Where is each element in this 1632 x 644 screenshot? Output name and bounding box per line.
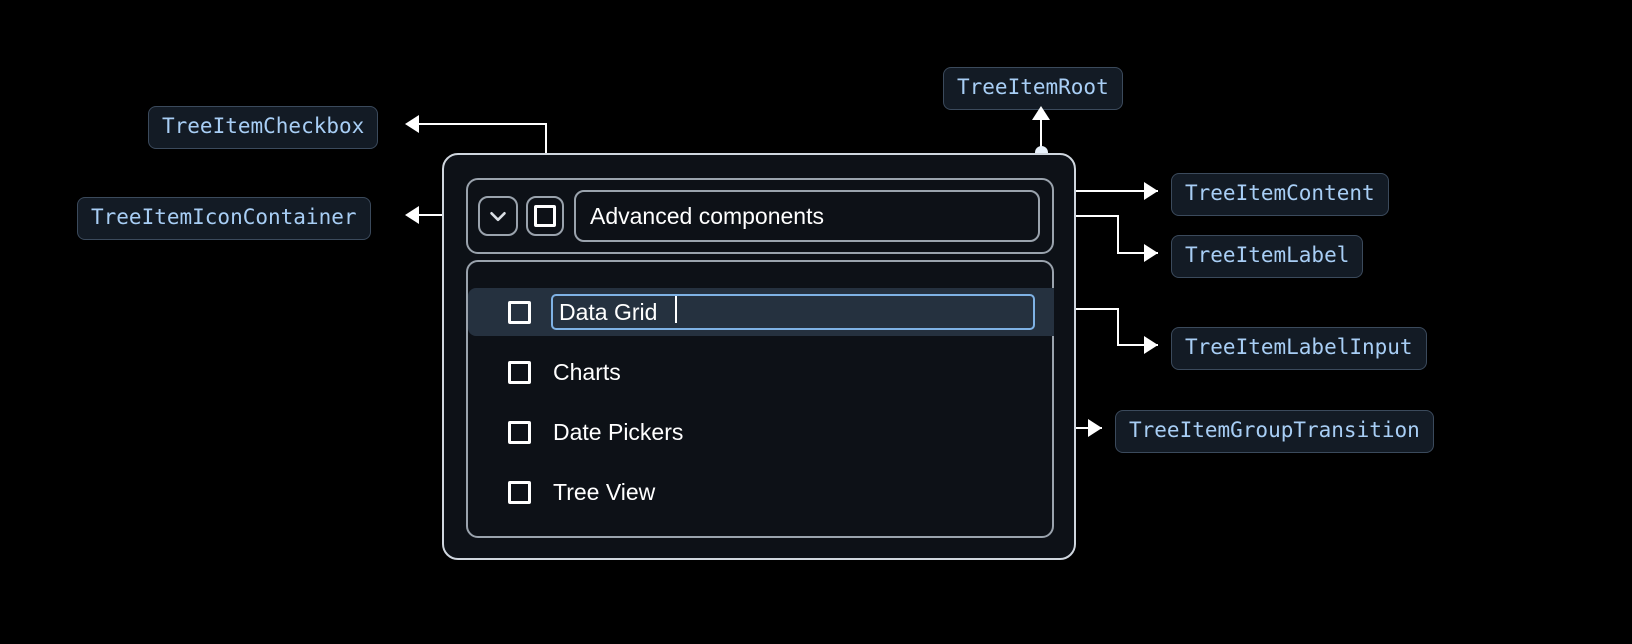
connector-label-input-vertical [1117, 308, 1119, 346]
connector-label-input-horizontal-lower [1117, 344, 1158, 346]
connector-group-transition-horizontal [1053, 427, 1102, 429]
tree-item-label[interactable]: Advanced components [574, 190, 1040, 242]
checkbox-unchecked-icon [534, 205, 556, 227]
connector-label-input-horizontal-upper [1041, 308, 1119, 310]
connector-root-vertical [1040, 118, 1042, 156]
tree-item-row-date-pickers[interactable]: Date Pickers [468, 408, 1052, 456]
annotation-chip-tree-item-checkbox: TreeItemCheckbox [148, 106, 379, 149]
tree-item-checkbox[interactable] [526, 196, 564, 236]
annotation-chip-tree-item-label: TreeItemLabel [1171, 235, 1364, 278]
connector-label-input-arrowhead [1144, 336, 1158, 354]
checkbox-unchecked-icon[interactable] [508, 360, 531, 384]
connector-root-arrowhead [1032, 106, 1050, 120]
annotation-chip-tree-item-root: TreeItemRoot [943, 67, 1123, 110]
tree-item-label: Date Pickers [553, 418, 684, 445]
connector-content-horizontal [1053, 190, 1158, 192]
tree-item-group-transition: Charts Date Pickers Tree View [466, 260, 1054, 538]
annotation-chip-tree-item-group-transition: TreeItemGroupTransition [1115, 410, 1434, 453]
connector-label-horizontal-lower [1117, 252, 1158, 254]
checkbox-unchecked-icon[interactable] [508, 480, 531, 504]
tree-item-label: Tree View [553, 478, 656, 505]
connector-checkbox-arrowhead [405, 115, 419, 133]
tree-item-row-tree-view[interactable]: Tree View [468, 468, 1052, 516]
connector-content-arrowhead [1144, 182, 1158, 200]
annotation-chip-tree-item-icon-container: TreeItemIconContainer [77, 197, 371, 240]
annotation-chip-tree-item-label-input: TreeItemLabelInput [1171, 327, 1427, 370]
connector-checkbox-horizontal [419, 123, 547, 125]
text-cursor [675, 296, 677, 323]
connector-label-horizontal-upper [1042, 215, 1119, 217]
checkbox-unchecked-icon[interactable] [508, 300, 531, 324]
connector-label-arrowhead [1144, 244, 1158, 262]
connector-group-transition-arrowhead [1088, 419, 1102, 437]
checkbox-unchecked-icon[interactable] [508, 420, 531, 444]
tree-item-content[interactable]: Advanced components [466, 178, 1054, 254]
connector-label-vertical [1117, 215, 1119, 253]
tree-item-row-charts[interactable]: Charts [468, 348, 1052, 396]
chevron-down-icon [490, 211, 506, 222]
tree-item-label: Charts [553, 358, 621, 385]
connector-icon-container-arrowhead [405, 206, 419, 224]
annotation-chip-tree-item-content: TreeItemContent [1171, 173, 1389, 216]
tree-item-icon-container[interactable] [478, 196, 518, 236]
tree-item-row-data-grid[interactable] [468, 288, 1054, 336]
tree-item-label-input[interactable] [551, 294, 1035, 330]
